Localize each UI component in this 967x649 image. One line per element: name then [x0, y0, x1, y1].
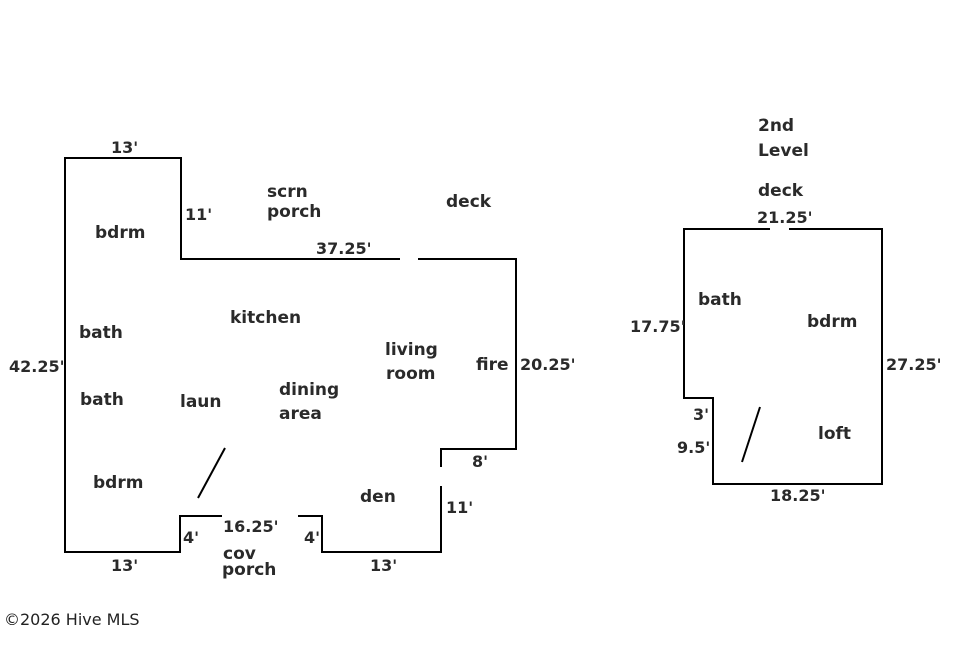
dim-top-main: 37.25': [316, 239, 372, 258]
first-floor-den-wall: [298, 486, 442, 553]
room-den: den: [360, 487, 396, 507]
dim-left: 42.25': [9, 357, 65, 376]
room-deck: deck: [446, 192, 492, 212]
second-floor-stair-line: [741, 406, 761, 463]
second-floor-rooms: 2nd Level deck bath bdrm loft: [698, 116, 857, 444]
dim-porch-left: 4': [183, 528, 199, 547]
dim-bottom-right: 13': [370, 556, 397, 575]
first-floor-outline: [64, 157, 400, 553]
dim-2nd-right: 27.25': [886, 355, 942, 374]
first-floor-rooms: bdrm bath bath bdrm kitchen laun dining …: [79, 182, 509, 580]
dim-2nd-top: 21.25': [757, 208, 813, 227]
room-living-line1: living: [385, 340, 438, 360]
second-level-title-line1: 2nd: [758, 116, 794, 136]
dim-bottom-left: 13': [111, 556, 138, 575]
second-level-title-line2: Level: [758, 141, 809, 161]
copyright-text: ©2026 Hive MLS: [4, 610, 140, 629]
dim-porch-width: 16.25': [223, 517, 279, 536]
second-floor-outline-left: [683, 228, 883, 485]
dim-wing: 11': [185, 205, 212, 224]
room-dining-line1: dining: [279, 380, 339, 400]
dim-top-left: 13': [111, 138, 138, 157]
room-bath-2nd: bath: [698, 290, 742, 310]
room-deck-2nd: deck: [758, 181, 804, 201]
room-living-line2: room: [386, 364, 435, 384]
dim-2nd-step: 3': [693, 405, 709, 424]
room-loft: loft: [818, 424, 851, 444]
room-bdrm-top: bdrm: [95, 223, 145, 243]
dim-step: 8': [472, 452, 488, 471]
dim-den-side: 11': [446, 498, 473, 517]
room-scrn-porch-line1: scrn: [267, 182, 308, 202]
first-floor-walls: [64, 157, 517, 553]
dim-right: 20.25': [520, 355, 576, 374]
dim-2nd-lower-left: 9.5': [677, 438, 710, 457]
room-scrn-porch-line2: porch: [267, 202, 321, 222]
room-bath-2: bath: [80, 390, 124, 410]
room-bdrm-bottom: bdrm: [93, 473, 143, 493]
room-laun: laun: [180, 392, 222, 412]
room-cov-porch-line1: cov: [223, 544, 256, 564]
room-fire: fire: [476, 355, 509, 375]
room-bath-1: bath: [79, 323, 123, 343]
dim-2nd-left: 17.75': [630, 317, 686, 336]
second-floor-dimensions: 21.25' 17.75' 27.25' 3' 9.5' 18.25': [630, 208, 942, 505]
first-floor-dimensions: 13' 11' 37.25' 42.25' 20.25' 8' 11' 13' …: [9, 138, 576, 575]
first-floor-outline-right: [418, 258, 517, 467]
first-floor-stair-line: [197, 447, 226, 499]
room-bdrm-2nd: bdrm: [807, 312, 857, 332]
dim-2nd-bottom: 18.25': [770, 486, 826, 505]
second-floor-walls: [683, 228, 883, 485]
room-dining-line2: area: [279, 404, 322, 424]
room-kitchen: kitchen: [230, 308, 301, 328]
dim-porch-right: 4': [304, 528, 320, 547]
room-cov-porch-line2: porch: [222, 560, 276, 580]
